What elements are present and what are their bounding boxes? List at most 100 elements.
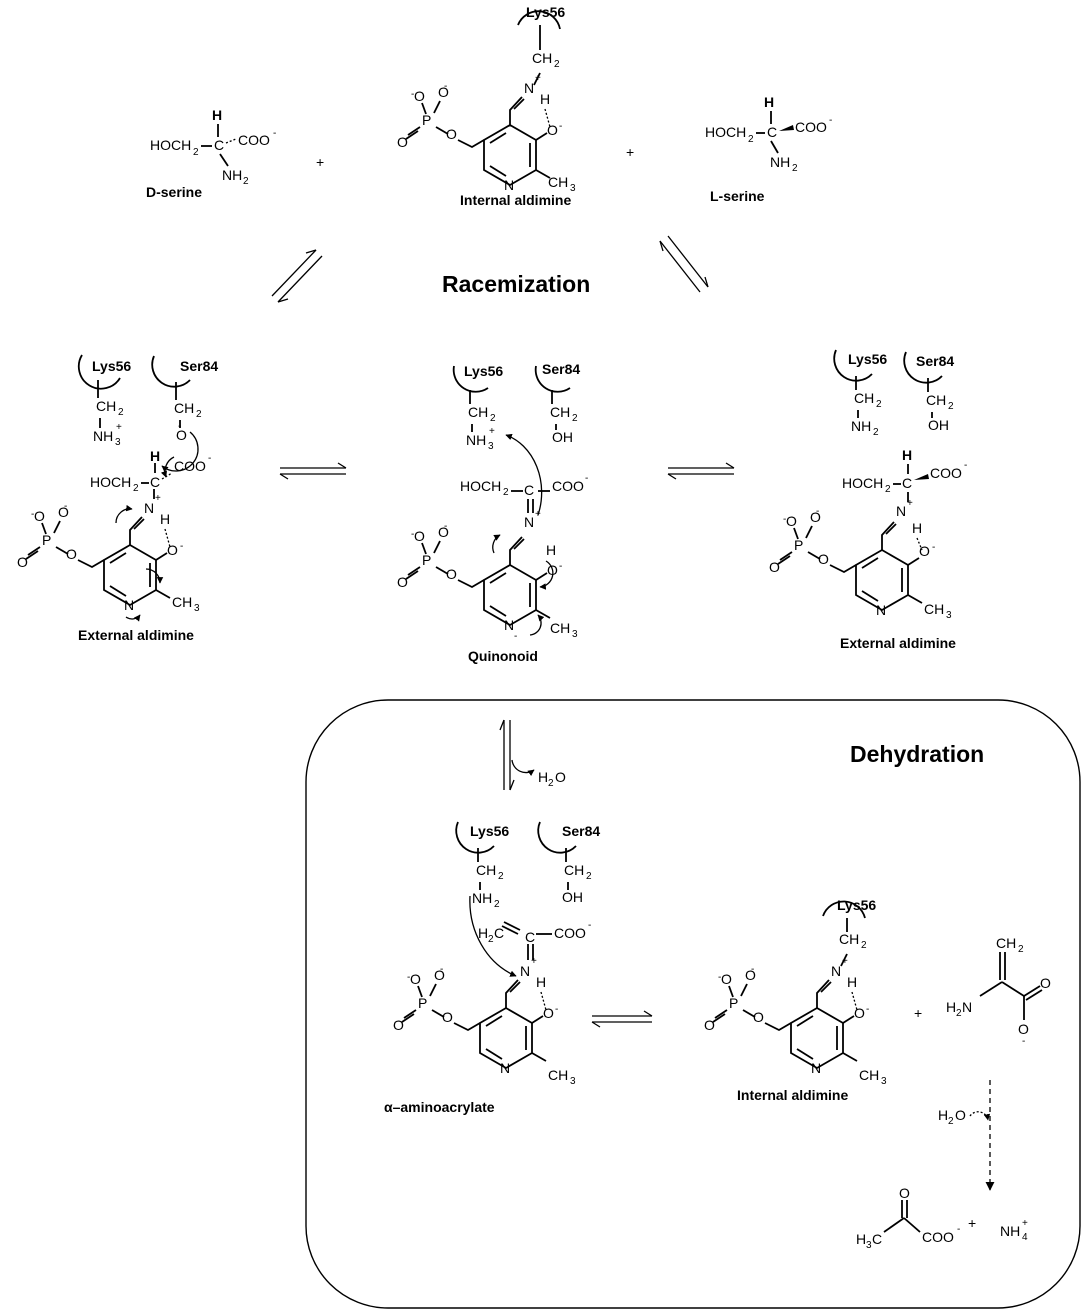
svg-text:+: + [155,493,161,504]
svg-text:Lys56: Lys56 [470,823,509,839]
svg-text:2: 2 [792,163,798,174]
svg-text:O: O [438,84,449,100]
svg-text:O: O [434,967,445,983]
pyruvate: H 3 C O COO - [856,1185,960,1251]
svg-text:C: C [902,475,912,491]
svg-text:2: 2 [118,407,124,418]
svg-text:NH: NH [472,890,492,906]
residues-right: Lys56 CH 2 NH 2 Ser84 CH 2 OH [833,349,954,438]
svg-text:2: 2 [572,413,578,424]
svg-text:C: C [524,482,534,498]
svg-text:2: 2 [196,409,202,420]
l-serine-label: L-serine [710,188,765,204]
svg-text:H: H [764,94,774,110]
svg-text:CH: CH [926,392,946,408]
svg-text:Lys56: Lys56 [526,4,565,20]
svg-text:-: - [208,453,211,464]
quinonoid: N - CH 3 O - O P O - O - O N + H HOCH 2 … [397,433,588,664]
svg-text:N: N [504,617,514,633]
svg-text:+: + [1022,1218,1028,1229]
svg-text:O: O [547,122,558,138]
svg-text:-: - [588,920,591,931]
svg-text:Ser84: Ser84 [180,358,218,374]
svg-text:2: 2 [885,484,891,495]
svg-text:C: C [525,929,535,945]
svg-text:+: + [116,422,122,433]
dehydration-panel [305,699,1081,1309]
svg-text:O: O [704,1017,715,1033]
svg-text:COO: COO [795,119,827,135]
svg-text:CH: CH [550,620,570,636]
svg-text:CH: CH [996,935,1016,951]
svg-text:-: - [180,541,183,552]
svg-text:C: C [767,124,777,140]
svg-text:-: - [1022,1036,1025,1047]
plus-sign: + [316,154,324,170]
svg-text:O: O [438,524,449,540]
d-serine: HOCH 2 C H COO - NH 2 D-serine [146,107,276,200]
svg-text:-: - [751,964,754,975]
svg-text:N: N [876,602,886,618]
svg-text:CH: CH [564,862,584,878]
svg-text:H: H [536,974,546,990]
svg-text:2: 2 [498,871,504,882]
svg-text:Ser84: Ser84 [916,353,954,369]
svg-text:HOCH: HOCH [705,124,746,140]
svg-text:-: - [585,473,588,484]
svg-text:O: O [167,542,178,558]
svg-text:3: 3 [570,1076,576,1087]
svg-text:O: O [899,1185,910,1201]
svg-text:H: H [546,542,556,558]
svg-text:2: 2 [494,899,500,910]
svg-text:2: 2 [948,1116,954,1127]
svg-text:H: H [212,107,222,123]
svg-text:2: 2 [956,1008,962,1019]
equilibrium-arrow-mid-left [279,462,347,480]
svg-text:P: P [422,112,431,128]
svg-text:2: 2 [490,413,496,424]
svg-text:2: 2 [133,483,139,494]
svg-text:-: - [932,542,935,553]
svg-text:H: H [856,1231,866,1247]
svg-text:-: - [816,506,819,517]
svg-text:C: C [150,474,160,490]
svg-text:O: O [769,559,780,575]
svg-text:OH: OH [552,429,573,445]
svg-text:O: O [745,967,756,983]
svg-text:O: O [919,543,930,559]
svg-text:NH: NH [222,167,242,183]
svg-text:CH: CH [550,404,570,420]
svg-text:Lys56: Lys56 [837,897,876,913]
internal-aldimine-bottom-label: Internal aldimine [737,1087,848,1103]
svg-text:H: H [946,999,956,1015]
svg-text:P: P [422,552,431,568]
internal-aldimine-label: Internal aldimine [460,192,571,208]
svg-text:-: - [444,81,447,92]
svg-text:COO: COO [238,132,270,148]
svg-text:-: - [559,121,562,132]
svg-text:2: 2 [861,940,867,951]
racemization-title: Racemization [442,271,590,297]
svg-text:C: C [214,137,224,153]
external-aldimine-left-label: External aldimine [78,627,194,643]
svg-text:N: N [524,514,534,530]
internal-aldimine-top: N CH 3 O - O P O - O - O N + H CH 2 Lys5… [397,4,576,208]
svg-text:H: H [938,1107,948,1123]
external-aldimine-right-label: External aldimine [840,635,956,651]
equilibrium-arrow-bottom [591,1010,653,1028]
d-serine-label: D-serine [146,184,202,200]
svg-text:O: O [753,1009,764,1025]
svg-text:-: - [783,514,786,525]
svg-text:N: N [504,177,514,193]
svg-text:2: 2 [586,871,592,882]
svg-text:-: - [411,89,414,100]
svg-text:O: O [446,126,457,142]
svg-text:CH: CH [468,404,488,420]
free-aminoacrylate: CH 2 H 2 N O O - [946,935,1051,1047]
svg-text:O: O [442,1009,453,1025]
svg-text:-: - [440,964,443,975]
svg-text:-: - [514,631,517,642]
svg-text:-: - [178,421,181,432]
svg-text:-: - [411,529,414,540]
svg-text:O: O [397,134,408,150]
